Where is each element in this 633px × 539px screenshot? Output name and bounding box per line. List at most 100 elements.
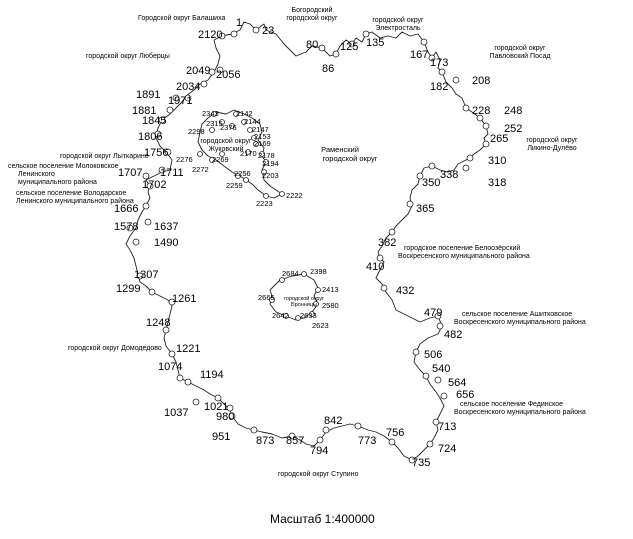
boundary-point-marker xyxy=(438,68,446,76)
point-number: 2580 xyxy=(322,301,339,310)
boundary-point-marker xyxy=(216,66,224,74)
neighbor-label-balashikha: Городской округ Балашиха xyxy=(138,14,226,22)
boundary-point-marker xyxy=(434,376,442,384)
point-number: 842 xyxy=(324,415,342,427)
bronnitsy-point-markers xyxy=(269,271,321,321)
point-number: 2170 xyxy=(240,149,257,158)
point-number: 80 xyxy=(306,39,318,51)
boundary-point-marker xyxy=(362,30,370,38)
point-number: 2684 xyxy=(282,269,299,278)
point-number: 2398 xyxy=(310,267,327,276)
boundary-point-marker xyxy=(233,111,239,117)
point-number: 173 xyxy=(430,57,448,69)
boundary-point-marker xyxy=(176,374,184,382)
boundary-point-marker xyxy=(388,438,396,446)
point-number: 182 xyxy=(430,81,448,93)
scale-label: Масштаб 1:400000 xyxy=(270,512,375,526)
point-number: 1881 xyxy=(132,105,156,117)
boundary-point-marker xyxy=(279,277,285,283)
point-number: 2194 xyxy=(262,159,279,168)
point-number: 2343 xyxy=(202,109,219,118)
point-number: 1037 xyxy=(164,407,188,419)
point-number: 23 xyxy=(262,25,274,37)
point-number: 2665 xyxy=(258,293,275,302)
boundary-point-marker xyxy=(219,151,225,157)
boundary-point-marker xyxy=(482,122,490,130)
boundary-point-marker xyxy=(432,418,440,426)
boundary-point-marker xyxy=(208,68,216,76)
outer-boundary-line xyxy=(125,21,489,461)
boundary-point-marker xyxy=(148,288,156,296)
point-number: 318 xyxy=(488,177,506,189)
boundary-point-marker xyxy=(200,80,208,88)
zhukovsky-boundary-line xyxy=(197,109,283,199)
point-number: 382 xyxy=(378,237,396,249)
boundary-point-marker xyxy=(184,378,192,386)
boundary-point-marker xyxy=(192,398,200,406)
boundary-point-marker xyxy=(309,311,315,317)
point-number: 773 xyxy=(358,435,376,447)
point-number: 2633 xyxy=(300,311,317,320)
boundary-point-marker xyxy=(462,164,470,172)
boundary-point-marker xyxy=(250,426,258,434)
point-number: 86 xyxy=(322,63,334,75)
boundary-point-marker xyxy=(279,191,285,197)
boundary-point-marker xyxy=(452,76,460,84)
point-number: 1756 xyxy=(144,147,168,159)
point-number: 564 xyxy=(448,377,466,389)
boundary-point-marker xyxy=(247,127,253,133)
point-number: 2056 xyxy=(216,69,240,81)
zhukovsky-point-markers xyxy=(197,111,285,199)
point-number: 1194 xyxy=(200,369,224,381)
point-number: 432 xyxy=(396,285,414,297)
boundary-point-marker xyxy=(132,238,140,246)
point-number: 482 xyxy=(444,329,462,341)
boundary-point-marker xyxy=(315,287,321,293)
boundary-point-marker xyxy=(226,404,234,412)
point-number: 2120 xyxy=(198,29,222,41)
point-number: 1637 xyxy=(154,221,178,233)
point-number: 794 xyxy=(310,445,328,457)
boundary-point-marker xyxy=(243,177,249,183)
boundary-point-marker xyxy=(142,202,150,210)
point-number: 2269 xyxy=(212,155,229,164)
boundary-point-marker xyxy=(245,149,251,155)
point-number: 1971 xyxy=(168,95,192,107)
boundary-point-marker xyxy=(261,169,267,175)
boundary-point-marker xyxy=(313,301,319,307)
boundary-point-marker xyxy=(252,26,260,34)
neighbor-label-domodedovo: городской округ Домодедово xyxy=(68,344,162,352)
boundary-point-marker xyxy=(412,348,420,356)
boundary-point-marker xyxy=(422,372,430,380)
point-number: 1702 xyxy=(142,179,166,191)
point-number: 2223 xyxy=(256,199,273,208)
point-number: 1307 xyxy=(134,269,158,281)
point-number: 1221 xyxy=(176,343,200,355)
boundary-point-marker xyxy=(295,315,301,321)
boundary-point-marker xyxy=(322,426,330,434)
boundary-point-marker xyxy=(259,151,265,157)
point-number: 2376 xyxy=(220,123,237,132)
point-number: 1490 xyxy=(154,237,178,249)
point-number: 2034 xyxy=(176,81,200,93)
boundary-point-marker xyxy=(408,456,416,464)
boundary-point-marker xyxy=(283,313,289,319)
point-number: 167 xyxy=(410,49,428,61)
boundary-point-marker xyxy=(428,54,436,62)
point-number: 2298 xyxy=(188,127,205,136)
boundary-point-marker xyxy=(142,172,150,180)
outer-point-labels: 1 23 80 86 125 135 167 173 182 208 228 2… xyxy=(114,17,522,469)
point-number: 980 xyxy=(216,411,234,423)
point-number: 410 xyxy=(366,261,384,273)
point-number: 208 xyxy=(472,75,490,87)
boundary-point-marker xyxy=(301,271,307,277)
boundary-point-marker xyxy=(436,322,444,330)
boundary-point-marker xyxy=(168,350,176,358)
point-number: 365 xyxy=(416,203,434,215)
point-number: 228 xyxy=(472,105,490,117)
